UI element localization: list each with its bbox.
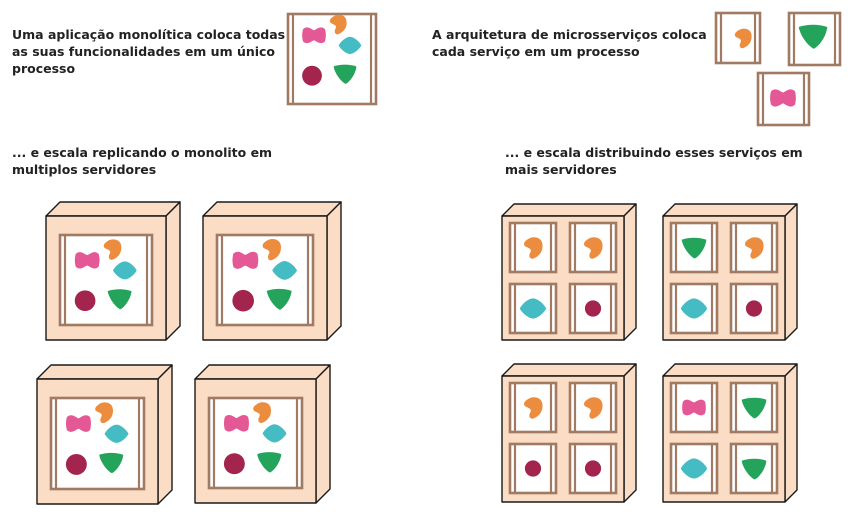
pink-bowtie-icon: [302, 27, 326, 44]
orange-bean-icon: [734, 28, 752, 49]
microservice-process-orange: [714, 11, 762, 65]
teal-diamond-icon: [104, 424, 129, 443]
pink-bowtie-icon: [223, 414, 249, 432]
green-triangle-icon: [741, 458, 767, 480]
monolith-process-frame: [286, 12, 378, 106]
teal-diamond-icon: [272, 260, 298, 280]
green-triangle-icon: [741, 397, 767, 419]
green-triangle-icon: [99, 452, 124, 474]
maroon-circle-icon: [584, 300, 602, 317]
microservice-process-orange: [508, 381, 558, 434]
orange-bean-icon: [744, 237, 764, 259]
server-side: [326, 201, 342, 341]
server-top: [662, 203, 798, 217]
microservices-scale-caption: ... e escala distribuindo esses serviços…: [505, 145, 803, 177]
monolith-process-frame: [49, 396, 146, 491]
microservice-process-teal: [508, 282, 558, 335]
server-side: [623, 203, 637, 341]
green-triangle-icon: [333, 64, 357, 84]
orange-bean-icon: [583, 397, 603, 419]
teal-diamond-icon: [338, 36, 362, 55]
monolith-scale-caption: ... e escala replicando o monolito em mu…: [12, 145, 273, 177]
pink-bowtie-icon: [74, 252, 100, 269]
server-top: [501, 203, 637, 217]
maroon-circle-icon: [223, 453, 245, 475]
teal-diamond-icon: [680, 458, 708, 479]
maroon-circle-icon: [232, 289, 254, 312]
server-side: [157, 364, 173, 505]
microservice-process-maroon: [568, 282, 618, 335]
server-top: [202, 201, 342, 217]
orange-bean-icon: [523, 237, 543, 259]
server-top: [662, 363, 798, 377]
orange-bean-icon: [329, 14, 347, 35]
maroon-circle-icon: [745, 300, 763, 317]
green-triangle-icon: [798, 24, 828, 49]
orange-bean-icon: [262, 238, 281, 261]
maroon-circle-icon: [524, 460, 542, 477]
microservice-process-orange: [568, 381, 618, 434]
server-side: [623, 363, 637, 503]
green-triangle-icon: [681, 237, 707, 259]
server-top: [36, 364, 173, 380]
green-triangle-icon: [266, 288, 292, 310]
maroon-circle-icon: [302, 65, 322, 86]
server-top: [501, 363, 637, 377]
maroon-circle-icon: [74, 290, 96, 312]
server-top: [194, 364, 331, 380]
monolith-process-frame: [58, 233, 154, 327]
server-side: [784, 363, 798, 503]
monolith-process-frame: [207, 396, 304, 490]
server-top: [45, 201, 181, 217]
orange-bean-icon: [95, 402, 113, 424]
green-triangle-icon: [257, 452, 282, 473]
pink-bowtie-icon: [65, 415, 91, 432]
teal-diamond-icon: [680, 298, 708, 319]
teal-diamond-icon: [112, 261, 137, 280]
pink-bowtie-icon: [770, 89, 796, 107]
teal-diamond-icon: [262, 424, 287, 443]
maroon-circle-icon: [65, 453, 87, 475]
teal-diamond-icon: [519, 298, 547, 319]
monolith-caption: Uma aplicação monolítica coloca todas as…: [12, 27, 286, 76]
microservice-process-green: [669, 221, 719, 274]
orange-bean-icon: [253, 402, 271, 423]
orange-bean-icon: [583, 237, 603, 259]
pink-bowtie-icon: [232, 251, 259, 269]
server-side: [315, 364, 331, 504]
orange-bean-icon: [523, 397, 543, 419]
server-side: [784, 203, 798, 341]
pink-bowtie-icon: [682, 399, 706, 416]
monolith-process-frame: [215, 233, 315, 327]
microservice-process-green: [729, 442, 779, 495]
orange-bean-icon: [103, 239, 122, 260]
microservice-process-green: [787, 11, 842, 67]
microservices-caption: A arquitetura de microsserviços coloca c…: [432, 27, 707, 59]
green-triangle-icon: [107, 289, 132, 310]
server-side: [165, 201, 181, 341]
maroon-circle-icon: [584, 460, 602, 477]
